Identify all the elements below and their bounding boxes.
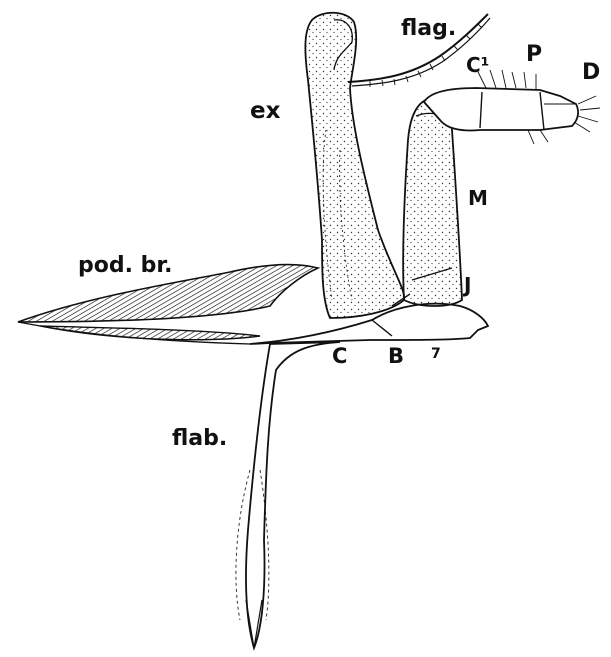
label-exopodite: ex — [250, 100, 280, 123]
label-flabellum: flab. — [172, 428, 227, 450]
label-dactylus: D — [582, 62, 600, 84]
label-seven: 7 — [431, 347, 441, 361]
label-propodus: P — [526, 44, 542, 66]
flabellum — [236, 342, 340, 648]
label-ischium: J — [464, 275, 471, 295]
label-flagellum: flag. — [401, 18, 456, 40]
label-basis: B — [388, 346, 404, 367]
label-carpus: C¹ — [466, 55, 489, 75]
exopodite — [305, 13, 404, 318]
label-podobranch: pod. br. — [78, 255, 172, 277]
label-coxa: C — [332, 346, 347, 367]
label-merus: M — [468, 188, 488, 208]
